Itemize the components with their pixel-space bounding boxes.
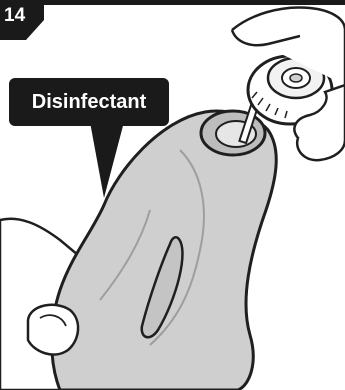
left-thumb-illustration xyxy=(28,305,78,355)
step-badge: 14 xyxy=(0,0,44,40)
bottle-illustration xyxy=(52,111,277,390)
disinfectant-callout: Disinfectant xyxy=(9,78,169,126)
callout-label: Disinfectant xyxy=(9,78,169,126)
step-number: 14 xyxy=(4,6,25,26)
